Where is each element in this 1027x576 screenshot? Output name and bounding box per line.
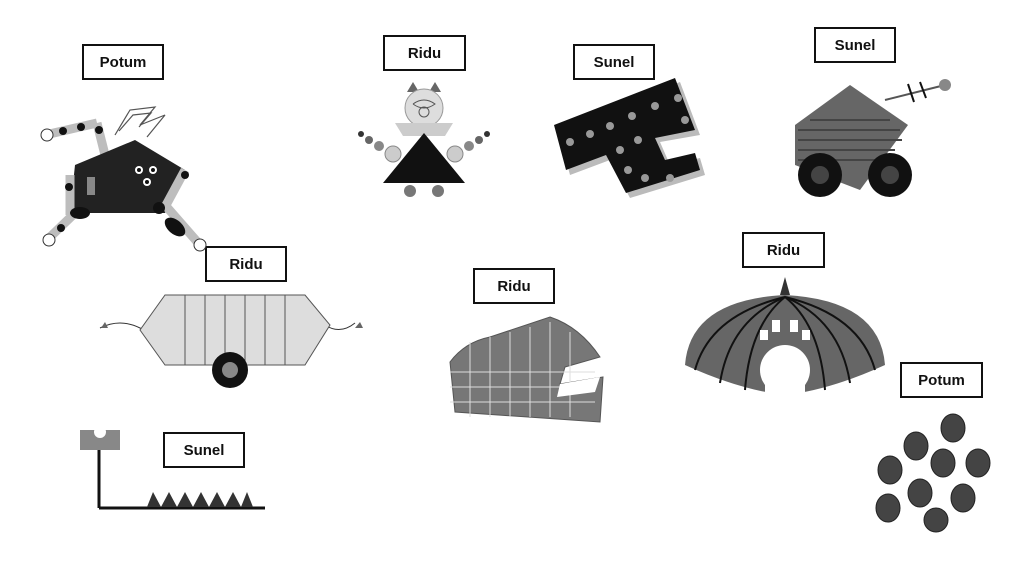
label-sunel-hook: Sunel (573, 44, 655, 80)
sunel-wheeled-creature (795, 79, 951, 197)
ridu-grid-creature (449, 316, 604, 423)
label-ridu-doll: Ridu (383, 35, 466, 71)
label-sunel-wheeled: Sunel (814, 27, 896, 63)
label-sunel-pole: Sunel (163, 432, 245, 468)
sunel-pole-spike-creature (80, 426, 265, 510)
ridu-cart-creature (99, 294, 363, 388)
potum-robot-creature (40, 106, 207, 252)
ridu-dome-creature (685, 277, 885, 400)
label-potum-eggs: Potum (900, 362, 983, 398)
ridu-doll-creature (358, 82, 490, 197)
label-ridu-grid: Ridu (473, 268, 555, 304)
sunel-spotted-hook-creature (554, 78, 705, 198)
label-potum-top: Potum (82, 44, 164, 80)
label-ridu-cart: Ridu (205, 246, 287, 282)
label-ridu-dome: Ridu (742, 232, 825, 268)
potum-eggs-cluster (875, 413, 991, 533)
